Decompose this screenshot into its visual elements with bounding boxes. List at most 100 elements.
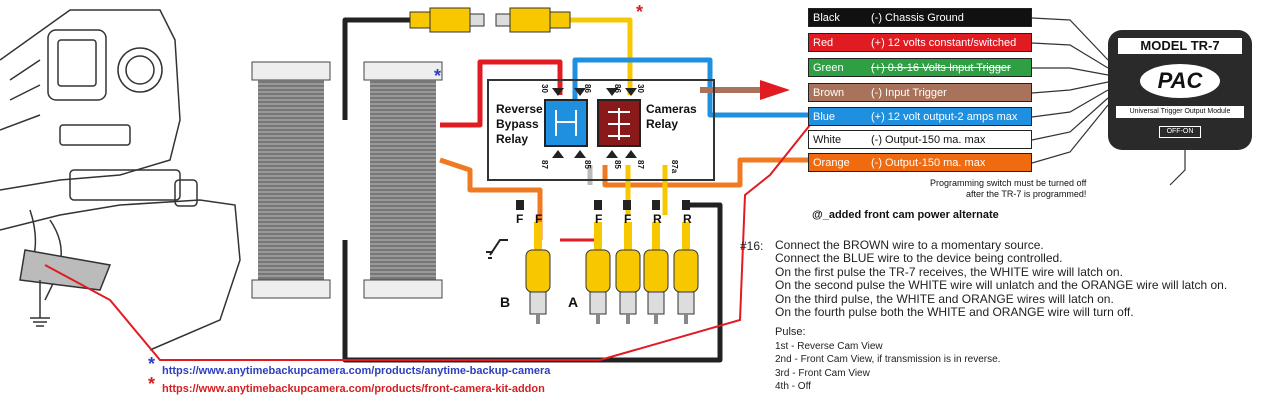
wire-description: (-) Input Trigger xyxy=(871,87,947,99)
relay-label-line: Cameras xyxy=(646,102,697,116)
rca-jack xyxy=(585,222,611,324)
program-switch[interactable]: OFF-ON xyxy=(1159,126,1201,138)
red-wire-relay xyxy=(440,59,563,128)
ribbon-cable-right xyxy=(363,61,443,299)
pulse-list: Pulse: 1st - Reverse Cam View 2nd - Fron… xyxy=(775,326,1000,394)
module-model: MODEL TR-7 xyxy=(1118,38,1242,54)
blue-wire xyxy=(572,57,810,118)
pin-30-right: 30 xyxy=(635,84,645,93)
pin-87-left: 87 xyxy=(539,160,549,169)
relay-label-line: Reverse xyxy=(496,102,543,116)
pulse-item: 4th - Off xyxy=(775,381,811,392)
brown-arrow xyxy=(760,80,790,100)
wire-color-name: Blue xyxy=(813,111,836,123)
wire-description: (-) Output-150 ma. max xyxy=(871,134,986,146)
red-star-marker: * xyxy=(636,2,644,22)
relay-label-line: Relay xyxy=(496,132,529,146)
wire-description: (+) 12 volt output-2 amps max xyxy=(871,111,1018,123)
wire-description: (-) Output-150 ma. max xyxy=(871,157,986,169)
instructions-block: Connect the BROWN wire to a momentary so… xyxy=(775,238,1228,320)
relay-label-line: Relay xyxy=(646,117,679,131)
programming-note: Programming switch must be turned off af… xyxy=(930,178,1086,200)
pin-86-left: 86 xyxy=(582,84,592,93)
pulse-item: 2nd - Front Cam View, if transmission is… xyxy=(775,354,1001,365)
pulse-item: 3rd - Front Cam View xyxy=(775,367,870,379)
wire-label-brown: Brown (-) Input Trigger xyxy=(808,83,1032,102)
reverse-bypass-relay xyxy=(544,99,588,147)
pin-86-right: 86 xyxy=(612,84,622,93)
wire-cap xyxy=(594,200,602,210)
dashboard-illustration xyxy=(0,9,241,351)
instructions-prefix: #16: xyxy=(740,239,764,253)
wire-cap xyxy=(652,200,660,210)
rca-connectors-bottom xyxy=(516,200,699,324)
connector-label: F xyxy=(516,212,524,226)
wire-color-name: Green xyxy=(813,62,844,74)
rca-jack xyxy=(525,222,551,324)
yellow-wire-top xyxy=(560,17,633,95)
pin-30-left: 30 xyxy=(539,84,549,93)
relay-label-line: Bypass xyxy=(496,117,539,131)
programming-note-line: after the TR-7 is programmed! xyxy=(966,189,1087,199)
pulse-title: Pulse: xyxy=(775,326,806,338)
added-note: @_added front cam power alternate xyxy=(812,209,999,221)
wire-color-name: White xyxy=(813,134,842,146)
rca-plug-top-right xyxy=(495,7,571,33)
front-camera-link[interactable]: https://www.anytimebackupcamera.com/prod… xyxy=(162,383,545,395)
pin-87a: 87a xyxy=(670,159,680,174)
instruction-line: On the first pulse the TR-7 receives, th… xyxy=(775,264,1123,279)
rca-plug-top-left xyxy=(409,7,485,33)
black-wire-top xyxy=(342,17,410,120)
pin-87-right: 87 xyxy=(635,160,645,169)
instruction-line: On the fourth pulse both the WHITE and O… xyxy=(775,305,1134,320)
cameras-relay-label: Cameras Relay xyxy=(646,102,697,132)
cameras-relay xyxy=(597,99,641,147)
wire-label-blue: Blue (+) 12 volt output-2 amps max xyxy=(808,107,1032,126)
module-subtitle: Universal Trigger Output Module xyxy=(1116,106,1244,118)
connector-label: R xyxy=(683,212,692,226)
wire-description: (+) 12 volts constant/switched xyxy=(871,37,1017,49)
wire-label-black: Black(-) Chassis Ground xyxy=(808,8,1032,27)
wire-label-green: Green (+) 0.8-16 Volts Input Trigger xyxy=(808,58,1032,77)
ground-symbol xyxy=(30,310,50,327)
pac-logo: PAC xyxy=(1140,64,1220,98)
connector-label: F xyxy=(535,212,543,226)
wire-cap xyxy=(682,200,690,210)
link-star: * xyxy=(148,354,156,374)
instruction-line: On the second pulse the WHITE wire will … xyxy=(775,278,1228,293)
group-b-label: B xyxy=(500,294,511,310)
rca-jack xyxy=(615,222,641,324)
wire-color-name: Brown xyxy=(813,87,845,99)
pin-85-right: 85 xyxy=(612,160,622,169)
connector-label: R xyxy=(653,212,662,226)
orange-wire-right xyxy=(602,157,810,188)
pin-85-left: 85 xyxy=(582,160,592,169)
backup-camera-link[interactable]: https://www.anytimebackupcamera.com/prod… xyxy=(162,365,551,377)
black-wire-bottom xyxy=(342,202,723,363)
instruction-line: Connect the BLUE wire to the device bein… xyxy=(775,251,1063,266)
wire-cap xyxy=(516,200,524,210)
programming-note-line: Programming switch must be turned off xyxy=(930,178,1087,188)
rca-jack xyxy=(643,222,669,324)
wire-description: (-) Chassis Ground xyxy=(871,12,964,24)
reverse-bypass-relay-label: Reverse Bypass Relay xyxy=(496,102,543,147)
wire-label-white: White (-) Output-150 ma. max xyxy=(808,130,1032,149)
wire-label-orange: Orange (-) Output-150 ma. max xyxy=(808,153,1032,172)
rca-jack xyxy=(673,222,699,324)
group-a-label: A xyxy=(568,294,579,310)
wire-color-name: Orange xyxy=(813,157,850,169)
connector-label: F xyxy=(595,212,603,226)
connector-label: F xyxy=(624,212,632,226)
pac-tr7-module: MODEL TR-7 PAC Universal Trigger Output … xyxy=(1108,30,1252,150)
wire-label-red: Red(+) 12 volts constant/switched xyxy=(808,33,1032,52)
wire-description: (+) 0.8-16 Volts Input Trigger xyxy=(871,62,1011,74)
red-ground-wire xyxy=(44,124,811,361)
orange-wire-left xyxy=(439,157,543,240)
pulse-item: 1st - Reverse Cam View xyxy=(775,340,883,352)
link-star: * xyxy=(148,374,156,394)
wire-cap xyxy=(623,200,631,210)
ground-symbol-small xyxy=(486,239,508,259)
blue-star-marker: * xyxy=(434,66,442,86)
ribbon-cable-left xyxy=(251,61,331,299)
